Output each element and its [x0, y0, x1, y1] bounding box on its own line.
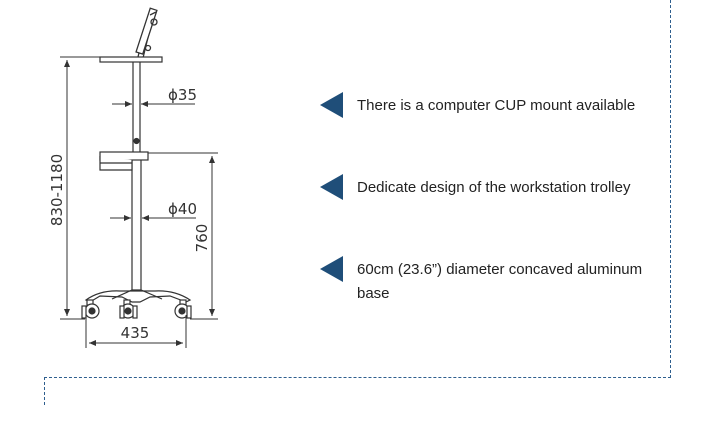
base: [84, 289, 192, 303]
feature-text-1: There is a computer CUP mount available: [357, 97, 636, 114]
feature-text-3: 60cm (23.6”) diameter concaved aluminum …: [357, 261, 643, 302]
pole-bottom-diameter-label: ϕ40: [168, 200, 197, 218]
basket: [99, 151, 149, 171]
dashed-frame-left: [44, 377, 45, 405]
triangle-left-icon: [320, 174, 343, 200]
feature-item-2: Dedicate design of the workstation troll…: [320, 174, 657, 200]
feature-item-1: There is a computer CUP mount available: [320, 92, 657, 118]
triangle-left-icon: [320, 92, 343, 118]
height-range-dimension: [60, 56, 100, 320]
trolley-drawing: 830-1180 ϕ35 ϕ40 760 435: [48, 7, 218, 348]
dashed-frame-bottom: [44, 377, 671, 378]
feature-text-2: Dedicate design of the workstation troll…: [357, 179, 631, 196]
height-range-label: 830-1180: [48, 154, 66, 226]
tablet-mount: [135, 7, 158, 59]
basket-height-label: 760: [193, 224, 211, 253]
top-plate: [99, 56, 163, 63]
triangle-left-icon: [320, 256, 343, 282]
casters: [81, 299, 192, 319]
base-width-dimension: [85, 315, 187, 348]
basket-height-dimension: [148, 152, 218, 320]
pole: [131, 62, 142, 290]
base-width-label: 435: [121, 324, 150, 342]
feature-item-3: 60cm (23.6”) diameter concaved aluminum …: [320, 256, 657, 306]
dashed-frame-right: [670, 0, 671, 378]
pole-top-diameter-label: ϕ35: [168, 86, 197, 104]
